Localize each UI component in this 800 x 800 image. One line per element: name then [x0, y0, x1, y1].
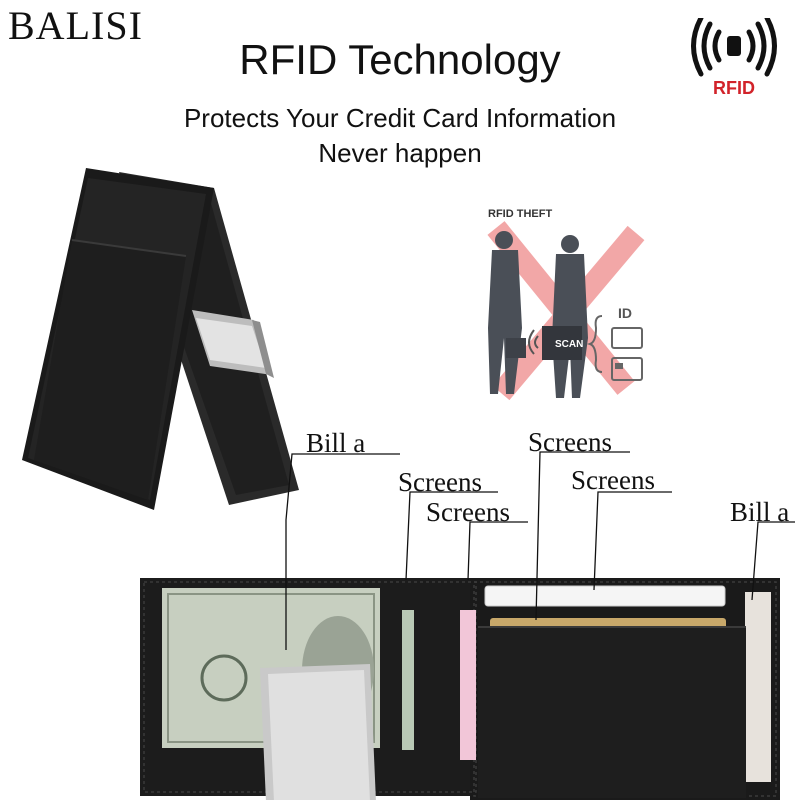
- callout-screens-3: Screens: [528, 427, 612, 457]
- thief-silhouette: [542, 235, 588, 398]
- callout-line-bill-right: [751, 521, 795, 601]
- bill-seal: [200, 654, 248, 702]
- rfid-signal-icon: [691, 15, 777, 77]
- callout-line-screens-3: [535, 451, 630, 621]
- right-bill-edge: [745, 592, 771, 782]
- subline-2: Never happen: [318, 138, 482, 168]
- open-wallet: [140, 578, 780, 800]
- white-card: [484, 585, 726, 607]
- callout-screens-1: Screens: [398, 467, 482, 497]
- rfid-theft-graphic: RFID THEFT SCAN ID: [476, 198, 648, 408]
- standing-wallet: [22, 168, 299, 510]
- rfid-theft-label: RFID THEFT: [488, 208, 553, 220]
- scan-label: SCAN: [555, 339, 584, 350]
- callout-bill-left: Bill a: [306, 428, 366, 458]
- brand-logo: BALISI: [8, 3, 143, 48]
- callout-line-bill-left: [285, 453, 400, 650]
- rfid-badge-label: RFID: [713, 78, 755, 98]
- headline: RFID Technology: [239, 36, 561, 83]
- id-label: ID: [618, 305, 632, 321]
- callout-screens-2: Screens: [426, 497, 510, 527]
- callout-line-screens-4: [593, 491, 672, 591]
- theft-illustration: [487, 221, 645, 401]
- credit-card-icon: [611, 357, 643, 381]
- id-card-icon: [611, 327, 643, 349]
- subline-1: Protects Your Credit Card Information: [183, 103, 617, 133]
- callout-screens-4: Screens: [571, 465, 655, 495]
- victim-silhouette: [488, 231, 526, 394]
- callout-line-screens-1: [405, 491, 498, 581]
- rfid-badge: RFID: [686, 15, 782, 102]
- callout-bill-right: Bill a: [730, 497, 790, 527]
- callout-line-screens-2: [467, 521, 528, 581]
